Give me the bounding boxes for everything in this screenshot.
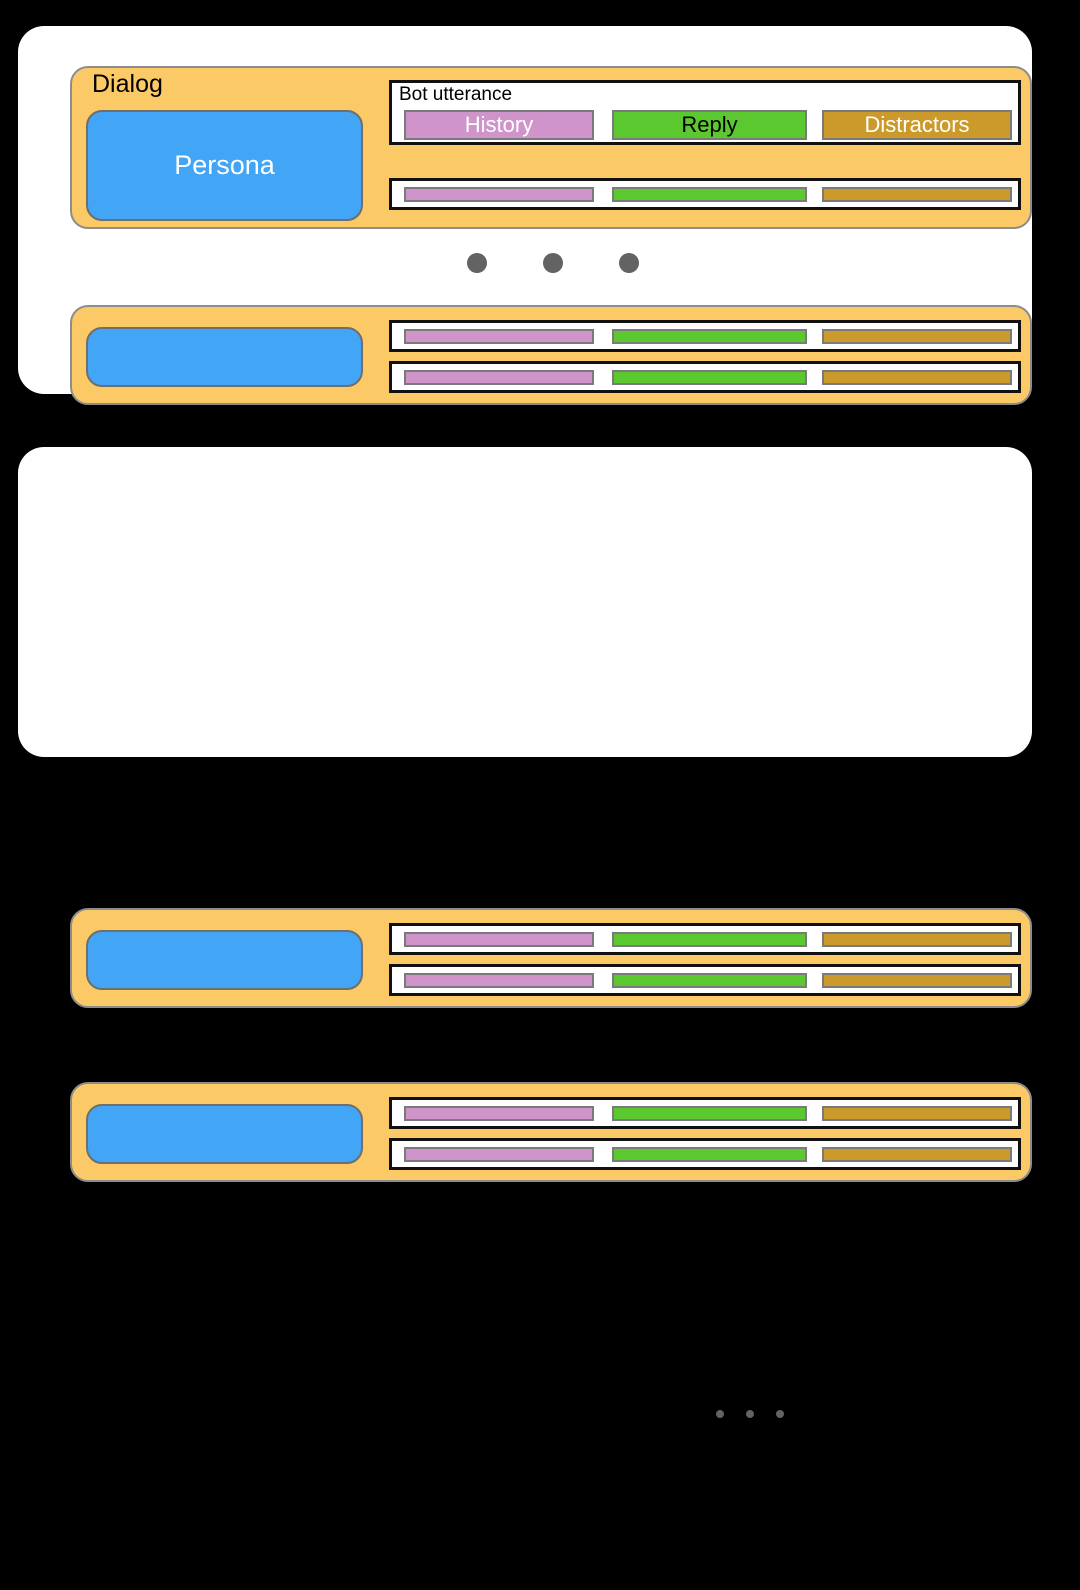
bot-utterance-caption: Bot utterance bbox=[399, 84, 513, 105]
persona-label: Persona bbox=[174, 150, 275, 180]
persona-box bbox=[86, 930, 363, 990]
reply-chip bbox=[612, 329, 807, 344]
bot-utterance-row bbox=[389, 1097, 1021, 1129]
persona-box bbox=[86, 1104, 363, 1164]
ellipsis-dots-within-dialog bbox=[716, 1410, 784, 1418]
dot bbox=[543, 253, 563, 273]
distractors-chip bbox=[822, 370, 1012, 385]
dot bbox=[746, 1410, 754, 1418]
distractors-chip-label: Distractors bbox=[864, 112, 970, 137]
dot bbox=[716, 1410, 724, 1418]
history-chip bbox=[404, 1106, 594, 1121]
distractors-chip bbox=[822, 1106, 1012, 1121]
persona-box: Persona bbox=[86, 110, 363, 221]
dataset-group-card bbox=[18, 447, 1032, 1418]
dialog-panel bbox=[70, 1082, 1032, 1182]
history-chip: History bbox=[404, 110, 594, 140]
history-chip bbox=[404, 932, 594, 947]
persona-box bbox=[86, 327, 363, 387]
dialog-panel: Dialog Persona Bot utterance History Rep… bbox=[70, 66, 1032, 229]
distractors-chip bbox=[822, 187, 1012, 202]
reply-chip bbox=[612, 370, 807, 385]
dot bbox=[467, 253, 487, 273]
history-chip bbox=[404, 187, 594, 202]
dialog-panel bbox=[70, 305, 1032, 633]
reply-chip bbox=[612, 187, 807, 202]
dot bbox=[776, 1410, 784, 1418]
reply-chip bbox=[612, 1147, 807, 1162]
bot-utterance-row bbox=[389, 320, 1021, 352]
distractors-chip bbox=[822, 973, 1012, 988]
diagram-canvas: Dialog Persona Bot utterance History Rep… bbox=[18, 26, 1032, 1418]
distractors-chip bbox=[822, 1147, 1012, 1162]
distractors-chip bbox=[822, 329, 1012, 344]
bot-utterance-row bbox=[389, 964, 1021, 996]
bot-utterance-row: Bot utterance History Reply Distractors bbox=[389, 80, 1021, 145]
dialog-caption: Dialog bbox=[92, 70, 163, 98]
history-chip bbox=[404, 329, 594, 344]
history-chip bbox=[404, 1147, 594, 1162]
history-chip-label: History bbox=[464, 112, 534, 137]
history-chip bbox=[404, 370, 594, 385]
reply-chip: Reply bbox=[612, 110, 807, 140]
dialog-panel bbox=[70, 908, 1032, 1418]
bot-utterance-row bbox=[389, 178, 1021, 210]
reply-chip bbox=[612, 1106, 807, 1121]
history-chip bbox=[404, 973, 594, 988]
distractors-chip bbox=[822, 932, 1012, 947]
distractors-chip: Distractors bbox=[822, 110, 1012, 140]
ellipsis-dots-between-dialogs bbox=[467, 253, 639, 273]
dataset-group-card: Dialog Persona Bot utterance History Rep… bbox=[18, 26, 1032, 633]
reply-chip bbox=[612, 973, 807, 988]
dot bbox=[619, 253, 639, 273]
reply-chip bbox=[612, 932, 807, 947]
reply-chip-label: Reply bbox=[681, 112, 738, 137]
bot-utterance-row bbox=[389, 361, 1021, 393]
bot-utterance-row bbox=[389, 923, 1021, 955]
bot-utterance-row bbox=[389, 1138, 1021, 1170]
